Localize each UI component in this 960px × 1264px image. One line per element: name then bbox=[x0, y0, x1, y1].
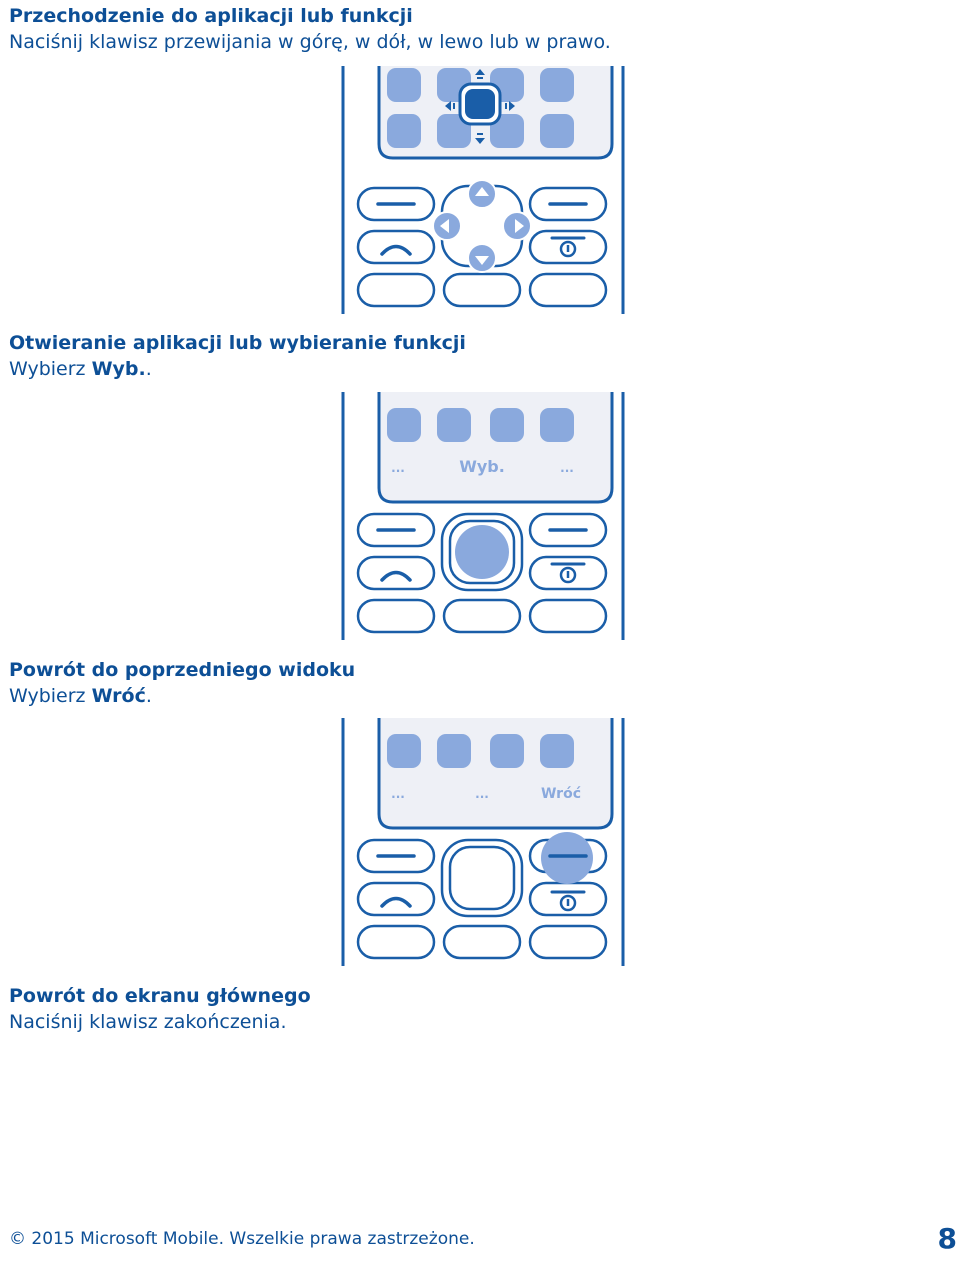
softkey-label-center: Wyb. bbox=[459, 457, 505, 476]
app-tile bbox=[490, 408, 524, 442]
app-tile bbox=[490, 734, 524, 768]
call-icon bbox=[380, 896, 412, 908]
app-tile bbox=[387, 114, 421, 148]
press-indicator bbox=[541, 832, 593, 884]
heading-home-screen: Powrót do ekranu głównego bbox=[9, 985, 311, 1007]
power-icon bbox=[550, 890, 586, 912]
app-tile bbox=[387, 408, 421, 442]
softkey-label-right: Wróć bbox=[541, 786, 581, 802]
left-softkey bbox=[356, 186, 436, 222]
app-tile bbox=[437, 408, 471, 442]
press-indicator bbox=[455, 525, 509, 579]
softkey-label-left: ... bbox=[391, 461, 405, 475]
call-icon bbox=[380, 244, 412, 256]
arrow-icon bbox=[475, 256, 489, 265]
app-tile bbox=[540, 114, 574, 148]
app-tile-selected bbox=[465, 89, 495, 119]
app-tile bbox=[540, 68, 574, 102]
heading-open-app: Otwieranie aplikacji lub wybieranie funk… bbox=[9, 332, 466, 354]
app-tile bbox=[387, 68, 421, 102]
app-tile bbox=[387, 734, 421, 768]
call-key bbox=[356, 881, 436, 917]
navigation-key bbox=[440, 512, 524, 592]
navigation-key bbox=[440, 838, 524, 918]
copyright: © 2015 Microsoft Mobile. Wszelkie prawa … bbox=[9, 1229, 475, 1249]
text-open-app: Wybierz Wyb.. bbox=[9, 358, 152, 380]
right-softkey bbox=[528, 512, 608, 548]
arrow-icon bbox=[440, 219, 449, 233]
phone-illustration-select: ... Wyb. ... bbox=[340, 392, 626, 642]
arrow-icon bbox=[445, 69, 515, 144]
softkey-label-left: ... bbox=[391, 787, 405, 801]
heading-navigation: Przechodzenie do aplikacji lub funkcji bbox=[9, 5, 413, 27]
power-icon bbox=[550, 236, 586, 258]
call-icon bbox=[380, 570, 412, 582]
end-key bbox=[528, 555, 608, 591]
arrow-icon bbox=[475, 187, 489, 196]
right-softkey bbox=[528, 186, 608, 222]
call-key bbox=[356, 555, 436, 591]
text-go-back: Wybierz Wróć. bbox=[9, 685, 152, 707]
arrow-icon bbox=[515, 219, 524, 233]
left-softkey bbox=[356, 838, 436, 874]
power-icon bbox=[550, 562, 586, 584]
phone-illustration-back: ... ... Wróć bbox=[340, 718, 626, 968]
call-key bbox=[356, 229, 436, 265]
softkey-label-center: ... bbox=[475, 787, 489, 801]
app-tile bbox=[437, 734, 471, 768]
page-number: 8 bbox=[937, 1222, 957, 1255]
phone-illustration-navigation bbox=[340, 66, 626, 316]
app-tile bbox=[540, 734, 574, 768]
end-key bbox=[528, 229, 608, 265]
text-navigation: Naciśnij klawisz przewijania w górę, w d… bbox=[9, 31, 611, 53]
app-tile bbox=[437, 114, 471, 148]
app-tile bbox=[490, 114, 524, 148]
left-softkey bbox=[356, 512, 436, 548]
text-home-screen: Naciśnij klawisz zakończenia. bbox=[9, 1011, 287, 1033]
app-tile bbox=[540, 408, 574, 442]
heading-go-back: Powrót do poprzedniego widoku bbox=[9, 659, 356, 681]
softkey-label-right: ... bbox=[560, 461, 574, 475]
